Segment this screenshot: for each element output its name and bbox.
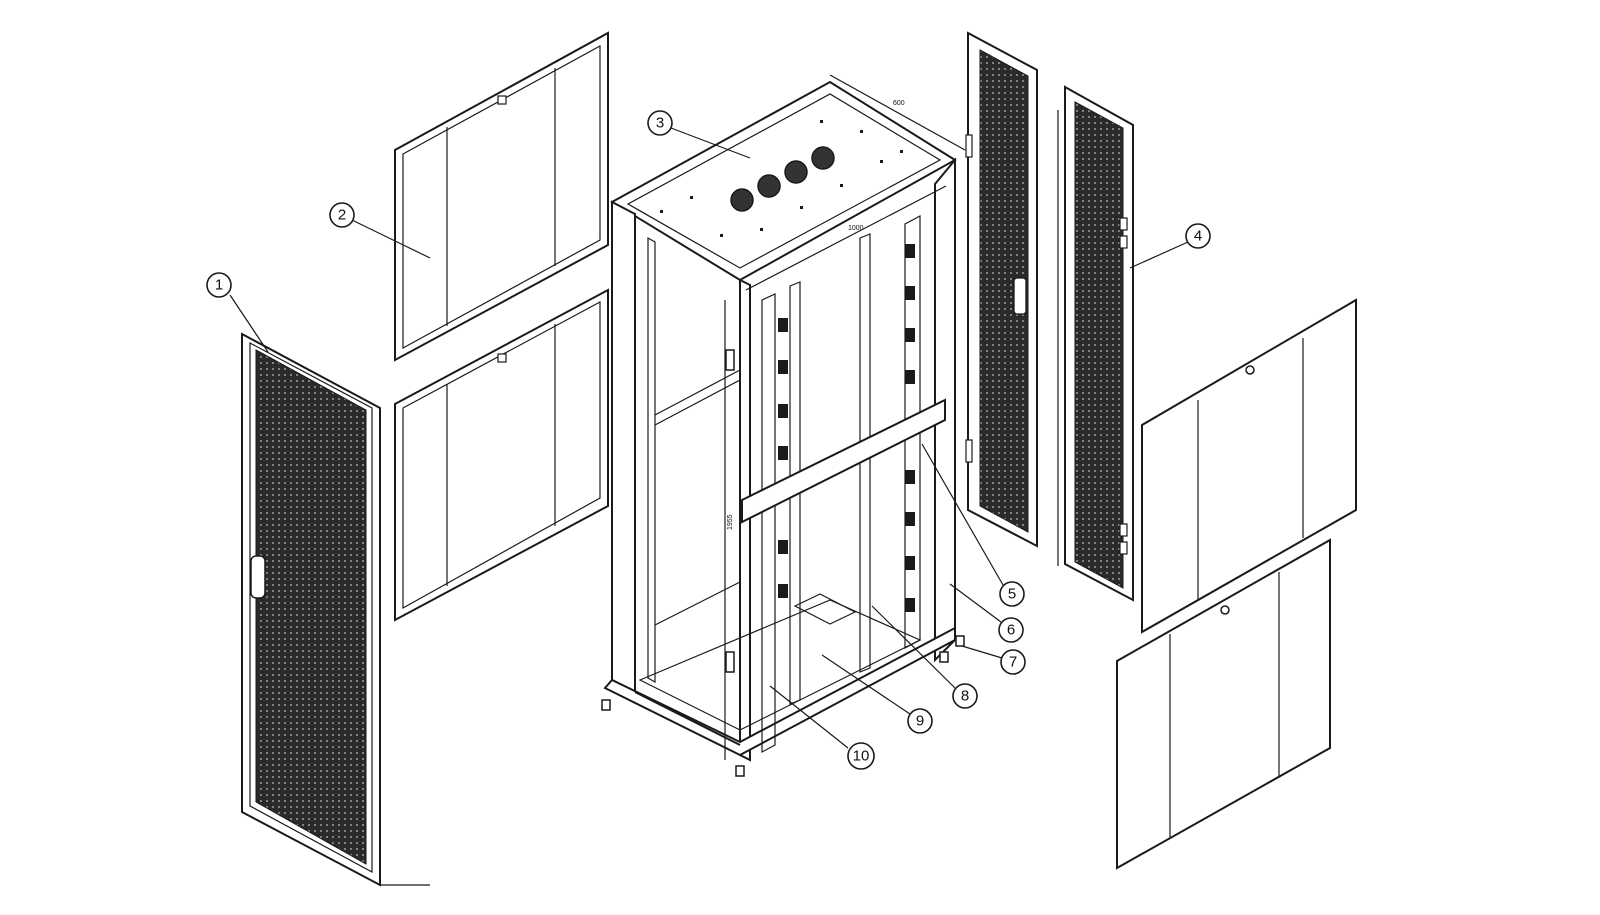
width-dimension-label: 1000 <box>848 225 864 232</box>
callout-6: 6 <box>949 583 1024 643</box>
callout-5: 5 <box>921 443 1025 607</box>
side-panel-upper <box>1141 298 1357 634</box>
door-handle-icon <box>250 555 266 599</box>
callout-1: 1 <box>206 272 269 353</box>
vertical-rail-left <box>761 293 776 754</box>
callout-8: 8 <box>871 605 978 709</box>
depth-dimension-label: 600 <box>893 100 905 107</box>
callout-label: 1 <box>215 277 223 294</box>
callout-label: 5 <box>1008 586 1016 603</box>
callout-7: 7 <box>961 645 1026 675</box>
vertical-rail-right <box>904 215 921 649</box>
callout-label: 10 <box>853 748 870 765</box>
callout-label: 8 <box>961 688 969 705</box>
caster-icon <box>735 765 745 777</box>
callout-label: 9 <box>916 713 924 730</box>
cabinet-frame: 600 1000 1955 <box>601 74 966 777</box>
callout-label: 3 <box>656 115 664 132</box>
fan-icon <box>784 160 808 184</box>
callout-10: 10 <box>769 685 875 770</box>
caster-icon <box>939 651 949 663</box>
callout-3: 3 <box>647 110 751 159</box>
lock-icon <box>1245 365 1255 375</box>
fan-icon <box>811 146 835 170</box>
fan-icon <box>757 174 781 198</box>
height-dimension-label: 1955 <box>727 514 734 530</box>
caster-icon <box>601 699 611 711</box>
callout-label: 6 <box>1007 622 1015 639</box>
lock-icon <box>1220 605 1230 615</box>
callout-2: 2 <box>329 202 431 259</box>
rear-glass-door-lower <box>394 288 609 622</box>
front-mesh-door <box>241 332 430 887</box>
caster-icon <box>955 635 965 647</box>
rear-mesh-door <box>1057 85 1134 602</box>
callout-9: 9 <box>821 654 933 734</box>
callout-label: 7 <box>1009 654 1017 671</box>
callout-label: 4 <box>1194 228 1202 245</box>
side-mesh-door <box>965 31 1038 548</box>
fan-icon <box>730 188 754 212</box>
side-panel-lower <box>1116 538 1331 870</box>
callout-label: 2 <box>338 207 346 224</box>
door-handle-icon <box>1013 277 1027 315</box>
callout-4: 4 <box>1129 223 1211 269</box>
middle-crossbar <box>741 398 946 524</box>
rear-glass-door-upper <box>394 31 609 362</box>
